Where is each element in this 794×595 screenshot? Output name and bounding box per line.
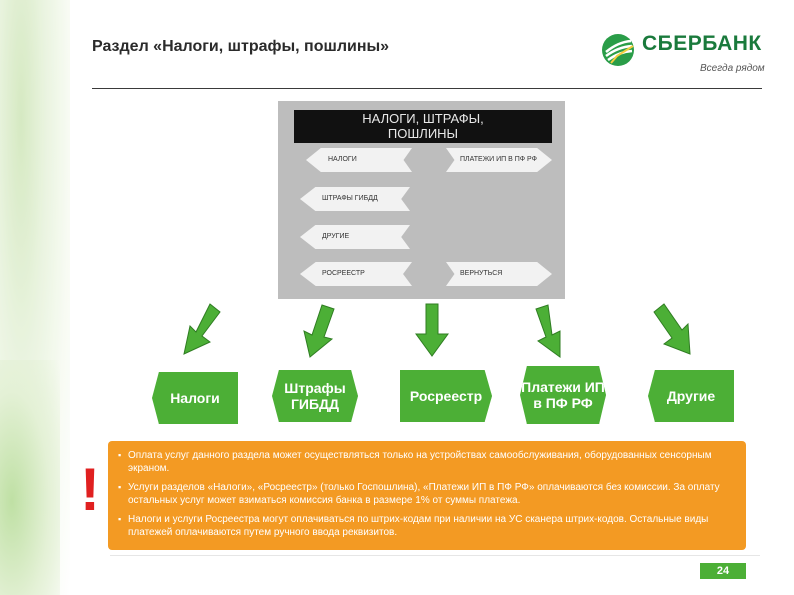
arrow-down-right-icon-2	[653, 303, 691, 355]
kiosk-button-shtrafy[interactable]: ШТРАФЫ ГИБДД	[300, 187, 410, 211]
arrow-down-icon	[415, 303, 449, 357]
kiosk-header-line2: ПОШЛИНЫ	[387, 126, 459, 141]
note-item: Налоги и услуги Росреестра могут оплачив…	[118, 513, 736, 539]
kiosk-button-nalogi[interactable]: НАЛОГИ	[306, 148, 412, 172]
page-title: Раздел «Налоги, штрафы, пошлины»	[92, 38, 390, 55]
note-item: Услуги разделов «Налоги», «Росреестр» (т…	[118, 481, 736, 507]
warning-mark: !	[80, 456, 100, 523]
kiosk-header-line1: НАЛОГИ, ШТРАФЫ,	[362, 111, 484, 126]
page-number: 24	[700, 563, 746, 579]
category-nalogi: Налоги	[152, 372, 238, 424]
kiosk-button-platezhi[interactable]: ПЛАТЕЖИ ИП В ПФ РФ	[446, 148, 552, 172]
title-divider	[92, 88, 762, 89]
sberbank-logo-icon	[602, 34, 634, 66]
sberbank-logo: СБЕРБАНК Всегда рядом	[600, 30, 770, 78]
kiosk-button-drugie[interactable]: ДРУГИЕ	[300, 225, 410, 249]
kiosk-button-rosreestr[interactable]: РОСРЕЕСТР	[300, 262, 412, 286]
note-item: Оплата услуг данного раздела может осуще…	[118, 449, 736, 475]
category-drugie: Другие	[648, 370, 734, 422]
arrow-down-left-icon	[183, 303, 221, 355]
category-platezhi: Платежи ИП в ПФ РФ	[520, 366, 606, 424]
category-rosreestr: Росреестр	[400, 370, 492, 422]
logo-tagline: Всегда рядом	[700, 63, 765, 74]
category-shtrafy: Штрафы ГИБДД	[272, 370, 358, 422]
arrow-down-left-icon-2	[303, 304, 335, 358]
logo-name: СБЕРБАНК	[642, 32, 762, 55]
arrow-down-right-icon	[535, 304, 561, 358]
notes-panel: Оплата услуг данного раздела может осуще…	[108, 441, 746, 550]
kiosk-button-back[interactable]: ВЕРНУТЬСЯ	[446, 262, 552, 286]
kiosk-header: НАЛОГИ, ШТРАФЫ, ПОШЛИНЫ	[294, 110, 552, 143]
leaf-background-lower	[0, 360, 60, 595]
bottom-divider	[110, 555, 760, 556]
kiosk-screen: НАЛОГИ, ШТРАФЫ, ПОШЛИНЫ НАЛОГИ ПЛАТЕЖИ И…	[278, 101, 565, 299]
